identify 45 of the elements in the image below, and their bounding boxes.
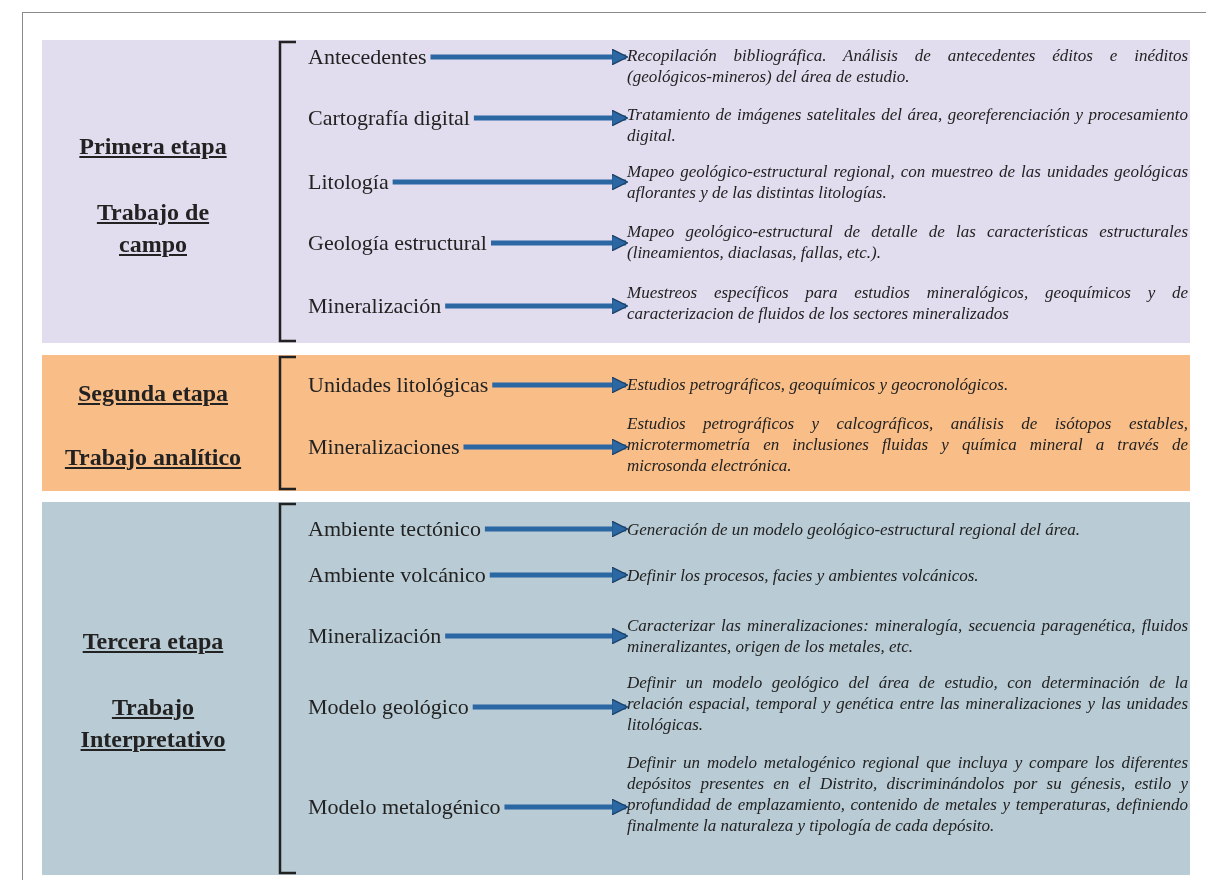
description-text: Generación de un modelo geológico-estructural regional del área.	[627, 519, 1188, 540]
topic-label: Unidades litológicas	[308, 372, 489, 398]
stage-heading: Primera etapa	[78, 132, 228, 161]
description-text: Estudios petrográficos, geoquímicos y geocronológicos.	[627, 374, 1188, 395]
arrow	[445, 297, 629, 315]
description-text: Caracterizar las mineralizaciones: mineralogía, secuencia paragenética, fluidos mineralizantes, origen de los metales, etc.	[627, 615, 1188, 657]
topic-label: Litología	[308, 169, 389, 195]
description-text: Recopilación bibliográfica. Análisis de antecedentes éditos e inéditos (geológicos-mineros) del área de estudio.	[627, 45, 1188, 87]
stage-band	[42, 355, 1190, 491]
arrow	[463, 438, 629, 456]
stage-heading: Trabajo analítico	[63, 443, 243, 472]
arrow	[392, 173, 629, 191]
description-text: Definir los procesos, facies y ambientes volcánicos.	[627, 565, 1188, 586]
description-text: Estudios petrográficos y calcográficos, análisis de isótopos estables, microtermometría en inclusiones fluidas y química mineral a través de microsonda electrónica.	[627, 413, 1188, 476]
arrow	[492, 376, 629, 394]
description-text: Mapeo geológico-estructural de detalle de las características estructurales (lineamientos, diaclasas, fallas, etc.).	[627, 221, 1188, 263]
description-text: Mapeo geológico-estructural regional, con muestreo de las unidades geológicas aflorantes y de las distintas litologías.	[627, 161, 1188, 203]
stage-band	[42, 40, 1190, 343]
topic-label: Antecedentes	[308, 44, 427, 70]
description-text: Tratamiento de imágenes satelitales del área, georeferenciación y procesamiento digital.	[627, 104, 1188, 146]
stage-heading: Tercera etapa	[81, 627, 225, 656]
arrow	[504, 798, 629, 816]
arrow	[430, 48, 629, 66]
arrow	[489, 566, 629, 584]
topic-label: Mineralización	[308, 293, 442, 319]
arrow	[484, 520, 629, 538]
description-text: Muestreos específicos para estudios mineralógicos, geoquímicos y de caracterizacion de fluidos de los sectores mineralizados	[627, 282, 1188, 324]
arrow	[472, 698, 629, 716]
arrow	[473, 109, 629, 127]
topic-label: Geología estructural	[308, 230, 487, 256]
arrow	[491, 234, 629, 252]
topic-label: Modelo geológico	[308, 694, 469, 720]
description-text: Definir un modelo metalogénico regional que incluya y compare los diferentes depósitos presentes en el Distrito, discriminándolos por su génesis, estilo y profundidad de emplazamiento, contenido de metales y temperaturas, definiendo finalmente la naturaleza y tipología de cada depósito.	[627, 752, 1188, 836]
topic-label: Mineralización	[308, 623, 442, 649]
topic-label: Modelo metalogénico	[308, 794, 501, 820]
topic-label: Ambiente tectónico	[308, 516, 481, 542]
topic-label: Mineralizaciones	[308, 434, 460, 460]
description-text: Definir un modelo geológico del área de estudio, con determinación de la relación espacial, temporal y genética entre las mineralizaciones y las unidades litológicas.	[627, 672, 1188, 735]
stage-heading: Segunda etapa	[76, 379, 229, 408]
topic-label: Ambiente volcánico	[308, 562, 486, 588]
topic-label: Cartografía digital	[308, 105, 470, 131]
arrow	[445, 627, 629, 645]
stage-heading: Trabajo Interpretativo	[79, 693, 227, 754]
stage-heading: Trabajo de campo	[95, 198, 211, 259]
stage-band	[42, 502, 1190, 875]
